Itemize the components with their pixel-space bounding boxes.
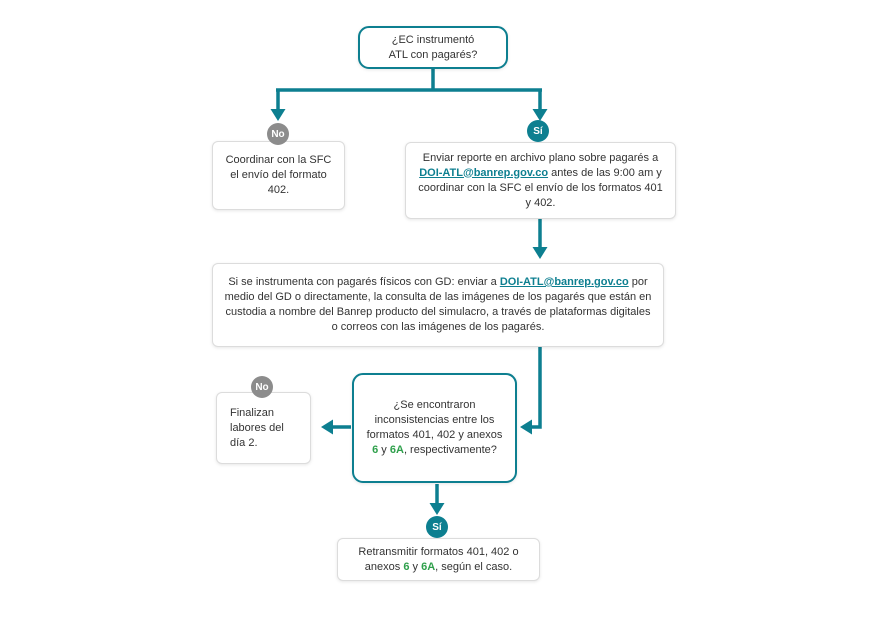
text-segment: Retransmitir formatos 401, 402 o anexos [358, 545, 519, 573]
retransmitir-node: Retransmitir formatos 401, 402 o anexos … [337, 538, 540, 581]
si-badge-1: Sí [527, 120, 549, 142]
gd-note-node: Si se instrumenta con pagarés físicos co… [212, 263, 664, 347]
finalizan-node: Finalizan labores del día 2. [216, 392, 311, 464]
start-decision-node: ¿EC instrumentó ATL con pagarés? [358, 26, 508, 69]
arrow-gdnote-to-decision [520, 347, 542, 435]
coordinar-text: Coordinar con la SFC el envío del format… [225, 154, 332, 196]
text-segment: y [378, 444, 390, 456]
text-segment: , respectivamente? [403, 444, 497, 456]
arrow-decision-to-retransmit [429, 484, 445, 515]
enviar-reporte-node: Enviar reporte en archivo plano sobre pa… [405, 142, 676, 219]
text-segment: y [409, 560, 422, 573]
text-segment: Enviar reporte en archivo plano sobre pa… [422, 151, 659, 164]
text-segment: ¿Se encontraron inconsistencias entre lo… [366, 399, 503, 441]
coordinar-sfc-node: Coordinar con la SFC el envío del format… [212, 141, 345, 210]
inconsistencias-text: ¿Se encontraron inconsistencias entre lo… [364, 398, 505, 458]
si-badge-2: Sí [426, 516, 448, 538]
text-segment: por medio del GD o directamente, la cons… [224, 276, 652, 333]
text-segment: , según el caso. [435, 560, 513, 573]
enviar-reporte-text: Enviar reporte en archivo plano sobre pa… [414, 151, 667, 211]
retransmitir-text: Retransmitir formatos 401, 402 o anexos … [346, 545, 531, 575]
gd-note-text: Si se instrumenta con pagarés físicos co… [223, 275, 653, 335]
anexo-6a-label: 6A [421, 560, 436, 573]
anexo-6a-label: 6A [389, 444, 404, 456]
text-segment: antes de las 9:00 am y coordinar con la … [418, 166, 663, 209]
email-link-1[interactable]: DOI-ATL@banrep.gov.co [419, 166, 549, 179]
anexo-6-label: 6 [372, 444, 379, 456]
arrow-start-split [270, 69, 548, 121]
email-link-2[interactable]: DOI-ATL@banrep.gov.co [499, 276, 629, 288]
anexo-6-label: 6 [403, 560, 410, 573]
start-line2: ATL con pagarés? [388, 48, 478, 61]
start-line1: ¿EC instrumentó [391, 33, 475, 46]
inconsistencias-decision-node: ¿Se encontraron inconsistencias entre lo… [352, 373, 517, 483]
finalizan-text: Finalizan labores del día 2. [230, 406, 284, 449]
no-badge-2: No [251, 376, 273, 398]
text-segment: Si se instrumenta con pagarés físicos co… [228, 276, 500, 288]
arrow-decision-to-finalize [321, 419, 351, 435]
arrow-si-to-gdnote [532, 219, 548, 259]
no-badge-1: No [267, 123, 289, 145]
